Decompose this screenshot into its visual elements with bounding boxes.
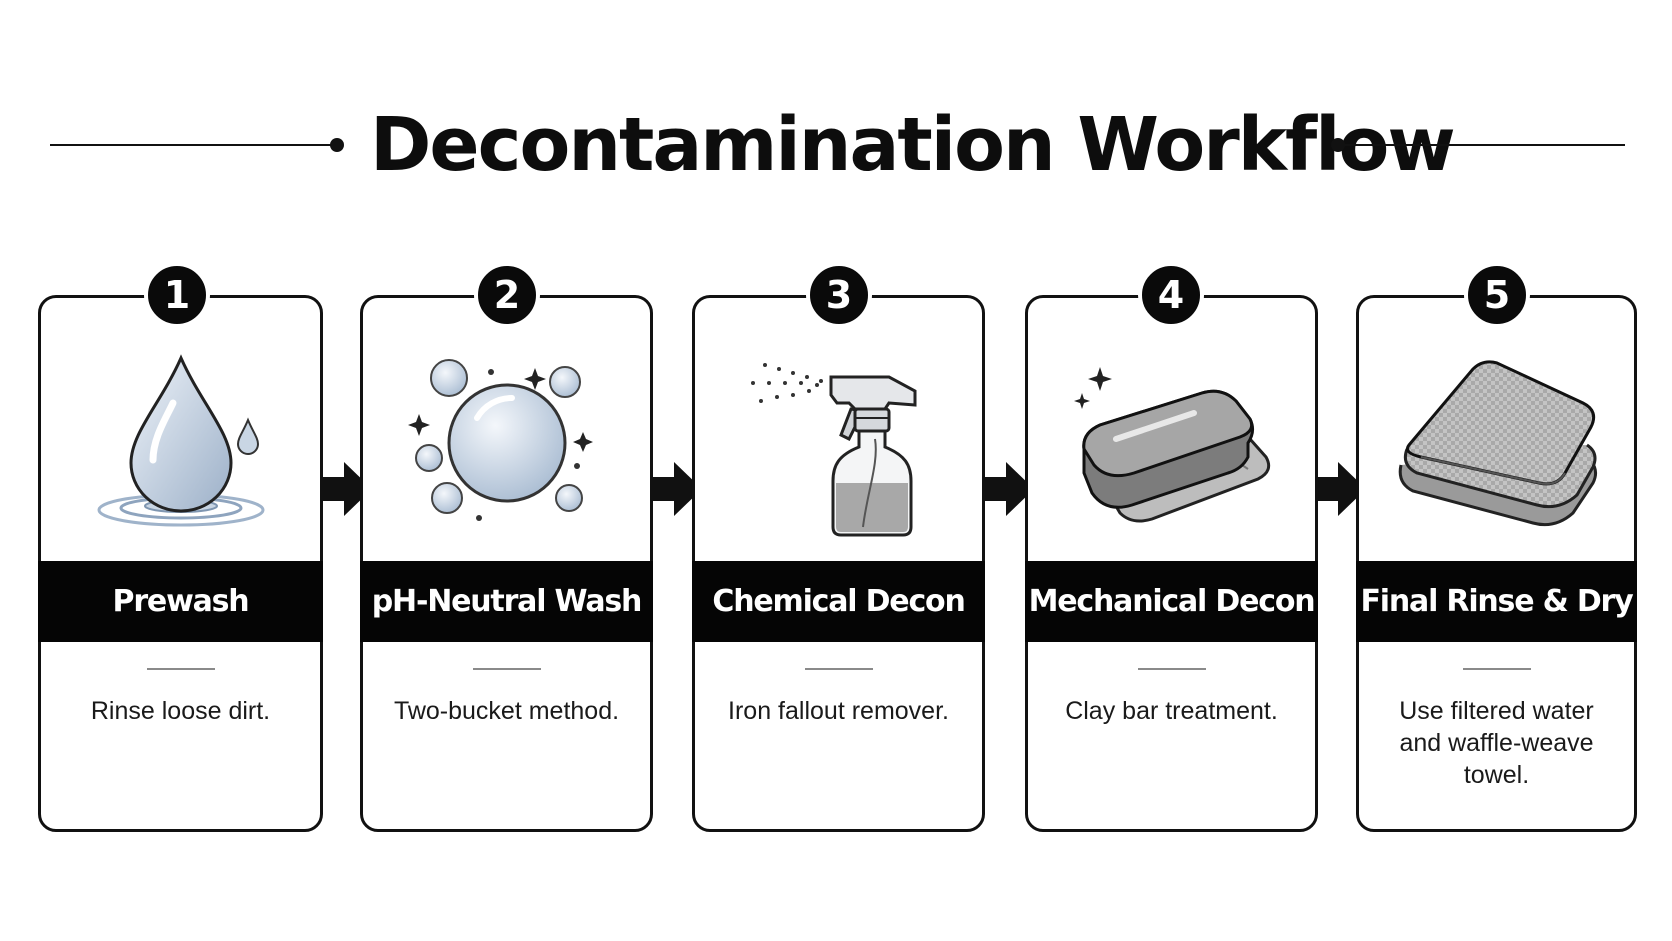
step-label-band: Prewash — [38, 561, 323, 642]
step-number: 3 — [825, 273, 853, 317]
step-label: Final Rinse & Dry — [1360, 584, 1634, 619]
step-description: Clay bar treatment. — [1065, 697, 1278, 725]
step-label-band: Mechanical Decon — [1025, 561, 1318, 642]
divider — [1462, 668, 1531, 670]
step-description: Two-bucket method. — [393, 697, 620, 725]
step-number-badge: 1 — [144, 262, 210, 328]
step-description: Use filtered water and waffle-weave towe… — [1399, 697, 1594, 789]
step-label-band: pH-Neutral Wash — [360, 561, 653, 642]
page-title: Decontamination Workflow — [370, 102, 1456, 188]
spray-bottle-icon — [695, 328, 982, 558]
step-number: 1 — [163, 273, 191, 317]
step-label: pH-Neutral Wash — [371, 584, 643, 619]
divider — [146, 668, 215, 670]
arrow-right-icon — [1316, 462, 1366, 516]
water-drop-icon — [41, 328, 320, 558]
title-rule-right — [1338, 144, 1625, 146]
soap-bubbles-icon — [363, 328, 650, 558]
step-card-final-rinse-and-dry: Final Rinse & Dry Use filtered water and… — [1356, 295, 1637, 832]
step-number-badge: 3 — [806, 262, 872, 328]
step-card-prewash: Prewash Rinse loose dirt. — [38, 295, 323, 832]
step-description: Rinse loose dirt. — [90, 697, 271, 725]
step-number: 4 — [1157, 273, 1185, 317]
step-label-band: Chemical Decon — [692, 561, 985, 642]
step-card-mechanical-decon: Mechanical Decon Clay bar treatment. — [1025, 295, 1318, 832]
step-number-badge: 2 — [474, 262, 540, 328]
title-rule-left — [50, 144, 335, 146]
arrow-right-icon — [322, 462, 372, 516]
step-label-band: Final Rinse & Dry — [1356, 561, 1637, 642]
step-number-badge: 5 — [1464, 262, 1530, 328]
step-number: 2 — [493, 273, 521, 317]
step-card-ph-neutral-wash: pH-Neutral Wash Two-bucket method. — [360, 295, 653, 832]
towel-icon — [1359, 328, 1634, 558]
title-row: Decontamination Workflow — [0, 95, 1672, 195]
step-label: Mechanical Decon — [1028, 584, 1316, 619]
arrow-right-icon — [984, 462, 1034, 516]
step-card-chemical-decon: Chemical Decon Iron fallout remover. — [692, 295, 985, 832]
step-number-badge: 4 — [1138, 262, 1204, 328]
divider — [804, 668, 873, 670]
title-rule-dot-left — [330, 138, 344, 152]
divider — [1137, 668, 1206, 670]
step-label: Chemical Decon — [712, 584, 965, 619]
step-description: Iron fallout remover. — [728, 697, 949, 725]
step-number: 5 — [1483, 273, 1511, 317]
step-label: Prewash — [112, 584, 250, 619]
divider — [472, 668, 541, 670]
clay-bar-icon — [1028, 328, 1315, 558]
arrow-right-icon — [652, 462, 702, 516]
